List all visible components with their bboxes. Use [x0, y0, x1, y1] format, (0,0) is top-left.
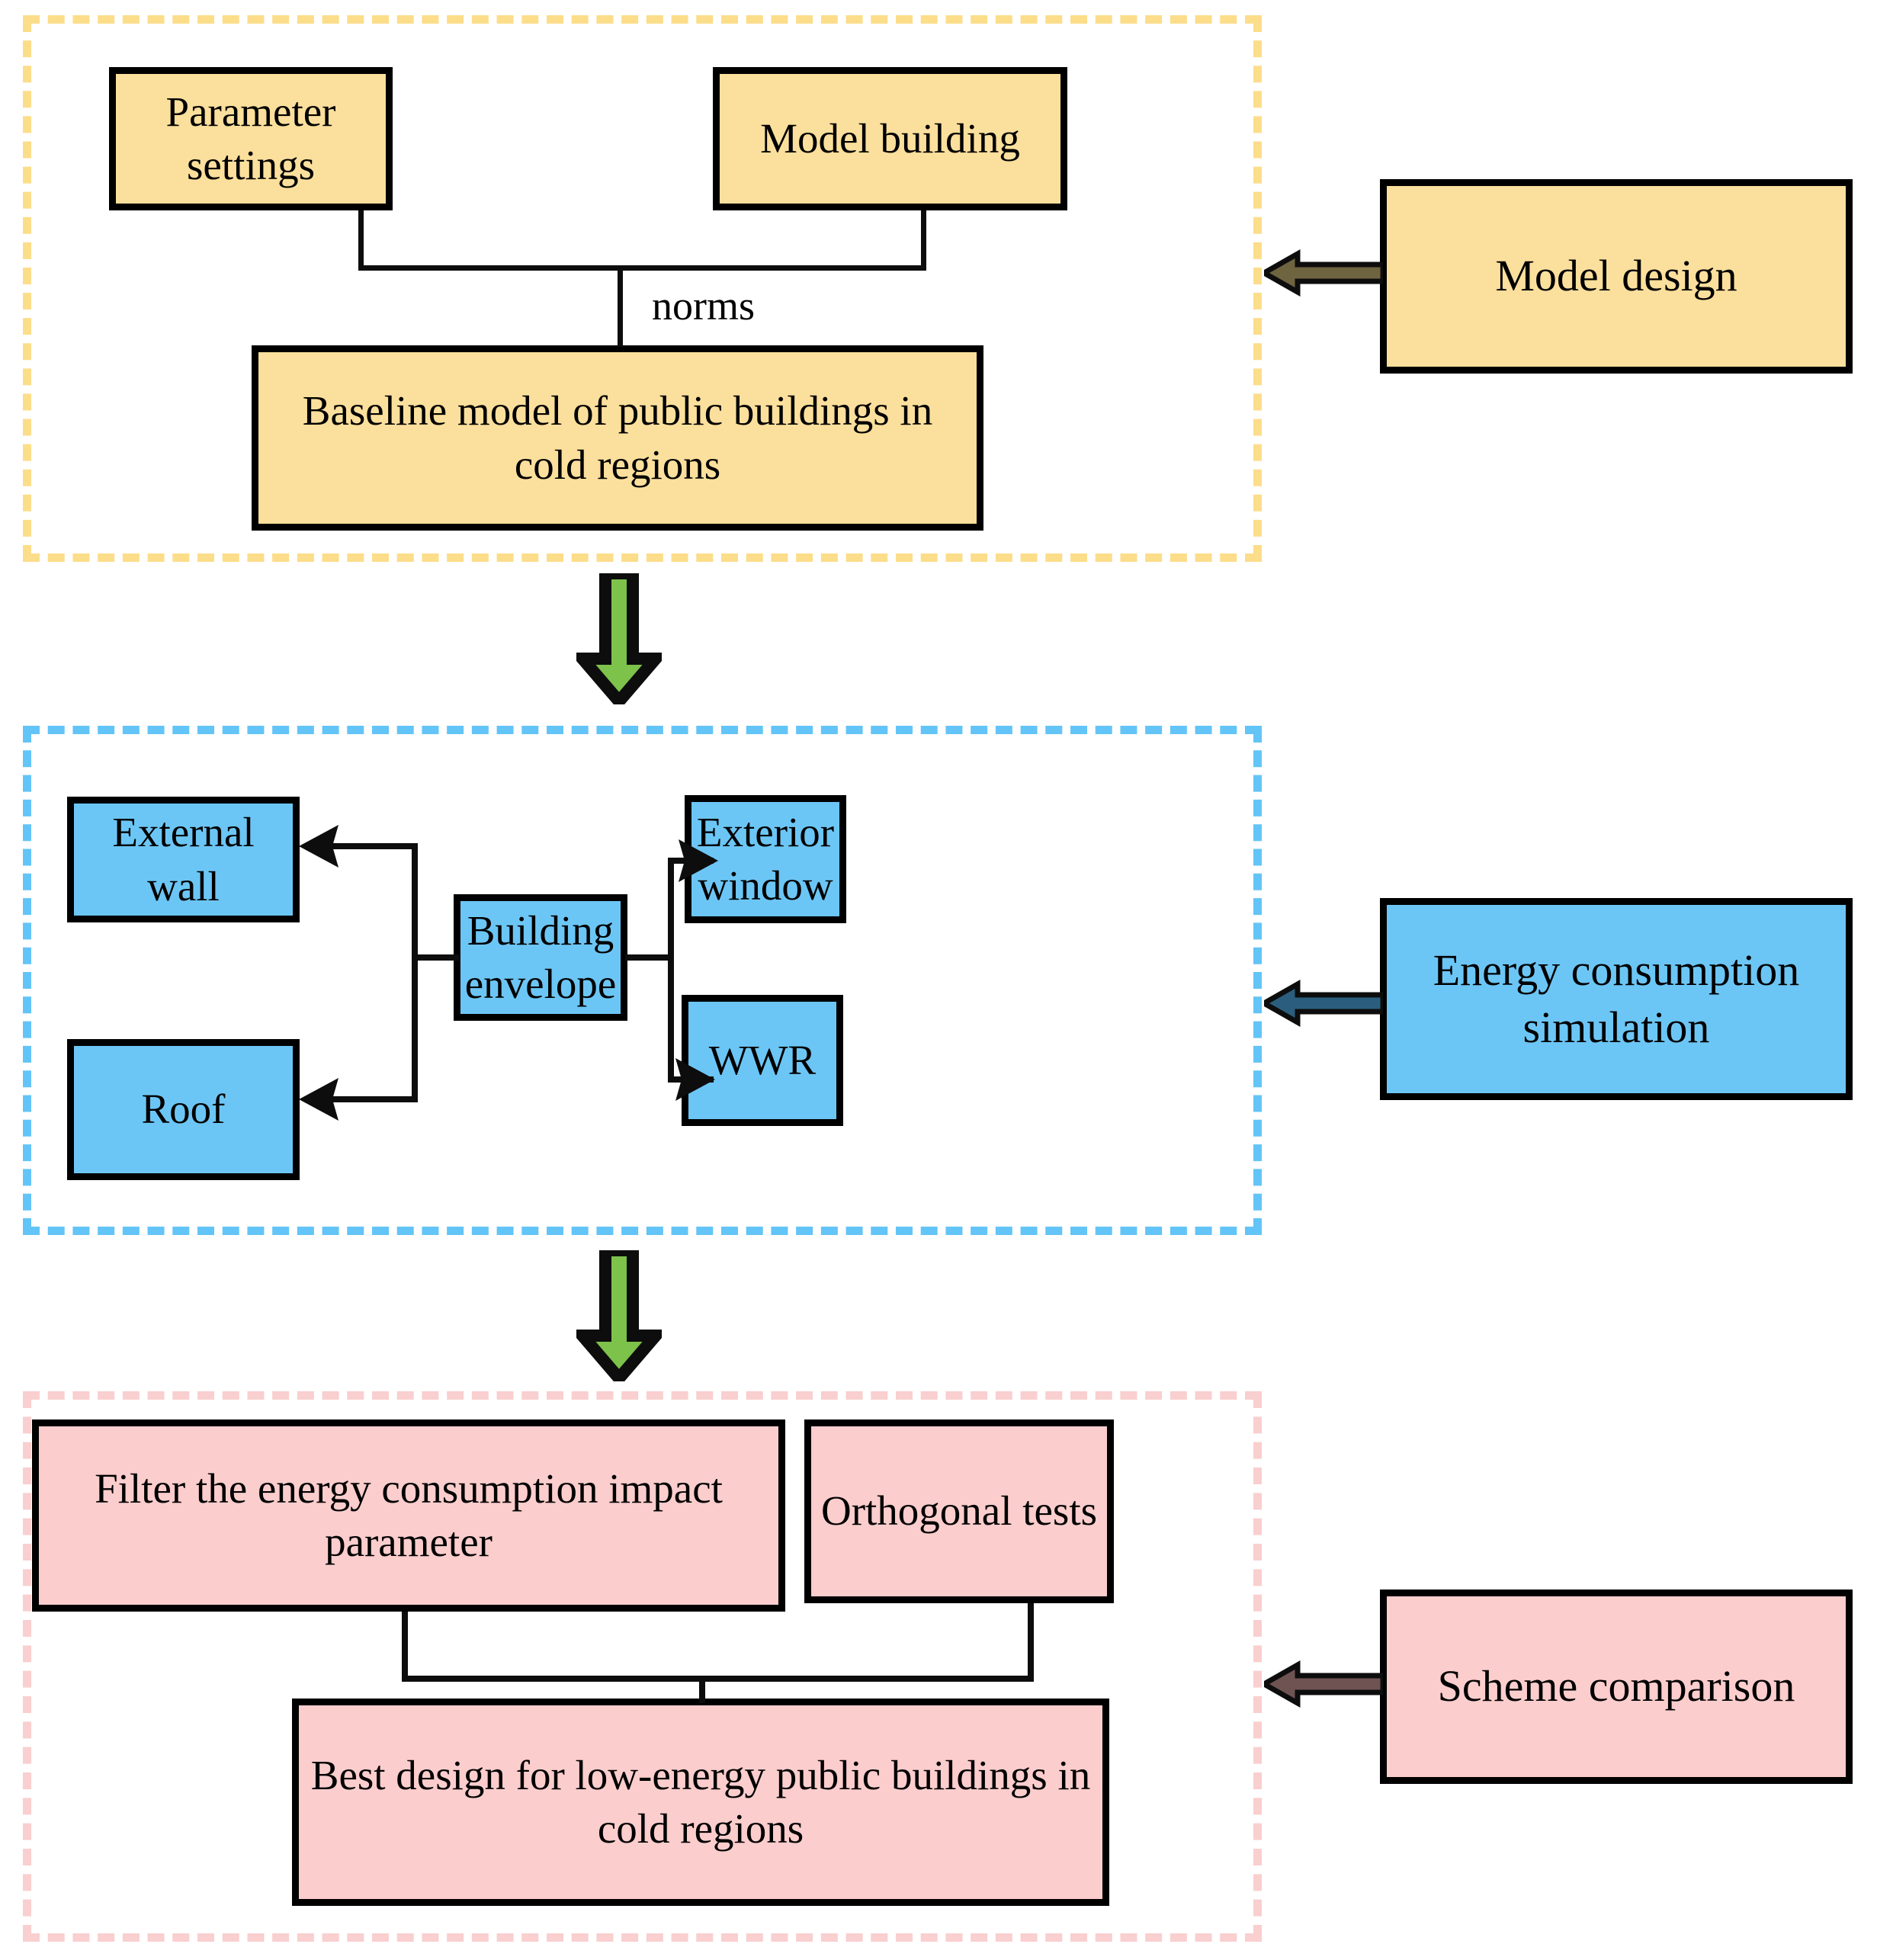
arrow-stage2-to-stage3: [576, 1250, 662, 1381]
connector-merge-to-best-design: [699, 1676, 705, 1703]
connector-envelope-right-stub: [625, 954, 672, 961]
arrowhead-wwr: [675, 1058, 715, 1101]
arrow-stage1-to-stage2: [576, 573, 662, 704]
arrow-model-design-to-stage1: [1264, 249, 1383, 297]
connector-parameter-down: [358, 210, 364, 270]
node-energy-consumption-simulation[interactable]: Energy consumption simulation: [1380, 898, 1853, 1100]
edge-label-norms: norms: [652, 283, 755, 329]
connector-filter-down: [402, 1612, 408, 1682]
arrow-scheme-comparison-to-stage3: [1264, 1660, 1383, 1708]
connector-left-to-external-wall: [328, 843, 416, 849]
node-external-wall[interactable]: External wall: [67, 797, 300, 922]
stage-frame-scheme-comparison: [23, 1391, 1262, 1942]
node-model-design[interactable]: Model design: [1380, 179, 1853, 374]
connector-model-building-down: [921, 210, 926, 270]
stage-frame-energy-simulation: [23, 726, 1262, 1235]
node-best-design[interactable]: Best design for low-energy public buildi…: [292, 1699, 1109, 1906]
connector-orthogonal-down: [1028, 1603, 1034, 1682]
arrowhead-external-wall: [299, 825, 339, 868]
node-parameter-settings[interactable]: Parameter settings: [109, 67, 393, 210]
connector-right-riser: [668, 858, 674, 1083]
arrowhead-exterior-window: [679, 839, 718, 882]
arrowhead-roof: [299, 1078, 339, 1121]
node-baseline-model[interactable]: Baseline model of public buildings in co…: [252, 345, 983, 531]
connector-left-riser: [412, 843, 418, 1102]
connector-left-to-roof: [328, 1096, 416, 1102]
node-building-envelope[interactable]: Building envelope: [454, 894, 627, 1021]
node-filter-parameter[interactable]: Filter the energy consumption impact par…: [32, 1419, 785, 1612]
connector-stage3-horizontal-merge: [402, 1676, 1034, 1682]
node-roof[interactable]: Roof: [67, 1039, 300, 1180]
node-model-building[interactable]: Model building: [713, 67, 1067, 210]
connector-merge-to-baseline: [618, 265, 623, 347]
connector-envelope-left-stub: [412, 954, 459, 961]
connector-horizontal-merge: [358, 265, 926, 271]
node-orthogonal-tests[interactable]: Orthogonal tests: [804, 1419, 1114, 1603]
stage-frame-model-design: [23, 15, 1262, 562]
node-wwr[interactable]: WWR: [682, 995, 843, 1126]
node-scheme-comparison[interactable]: Scheme comparison: [1380, 1589, 1853, 1784]
arrow-energy-sim-to-stage2: [1264, 980, 1383, 1027]
